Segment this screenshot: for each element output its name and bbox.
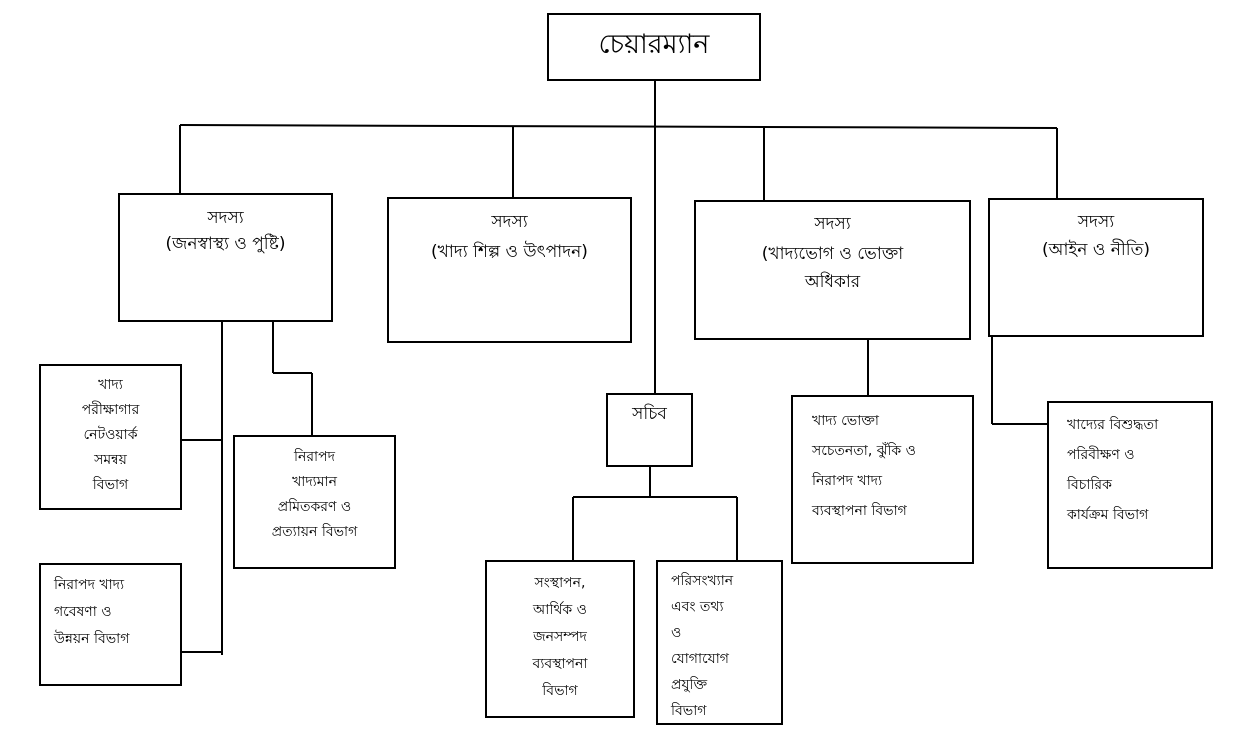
department-consumer-awareness-label: খাদ্য ভোক্তা সচেতনতা, ঝুঁকি ও নিরাপদ খাদ… [812,413,916,519]
secretary-label: সচিব [632,404,667,424]
department-statistics-box [656,560,783,725]
department-certification-label: নিরাপদ খাদ্যমান প্রমিতকরণ ও প্রত্যায়ন ব… [271,449,358,540]
department-establishment-label: সংস্থাপন, আর্থিক ও জনসম্পদ ব্যবস্থাপনা ব… [532,575,588,699]
member-title: সদস্য [1077,212,1115,232]
member-subtitle: (খাদ্য শিল্প ও উৎপাদন) [431,242,588,262]
secretary-box [606,393,693,467]
department-certification-box [233,435,396,569]
department-lab-network-label: খাদ্য পরীক্ষাগার নেটওয়ার্ক সমন্বয় বিভা… [81,377,140,493]
member-box-consumer-rights [694,200,971,340]
department-consumer-awareness-box [791,395,974,564]
member-title: সদস্য [814,214,851,234]
member-box-food-industry [387,197,632,343]
member-subtitle: (খাদ্যভোগ ও ভোক্তা অধিকার [761,244,904,292]
member-box-public-health [118,193,333,322]
chairman-box [547,13,761,81]
department-establishment-box [485,560,635,718]
department-lab-network-box [39,364,182,510]
department-purity-monitoring-label: খাদ্যের বিশুদ্ধতা পরিবীক্ষণ ও বিচারিক কা… [1067,417,1159,523]
main-horizontal-line [179,124,1058,129]
member-title: সদস্য [491,212,528,232]
department-purity-monitoring-box [1047,401,1213,569]
department-research-label: নিরাপদ খাদ্য গবেষণা ও উন্নয়ন বিভাগ [54,577,130,647]
member-subtitle: (জনস্বাস্থ্য ও পুষ্টি) [165,234,286,254]
chairman-label: চেয়ারম্যান [598,29,710,60]
department-statistics-label: পরিসংখ্যান এবং তথ্য ও যোগাযোগ প্রযুক্তি … [671,573,734,719]
department-research-box [39,563,182,686]
member-title: সদস্য [207,208,244,228]
member-subtitle: (আইন ও নীতি) [1041,240,1151,260]
member-box-law-policy [988,198,1204,337]
